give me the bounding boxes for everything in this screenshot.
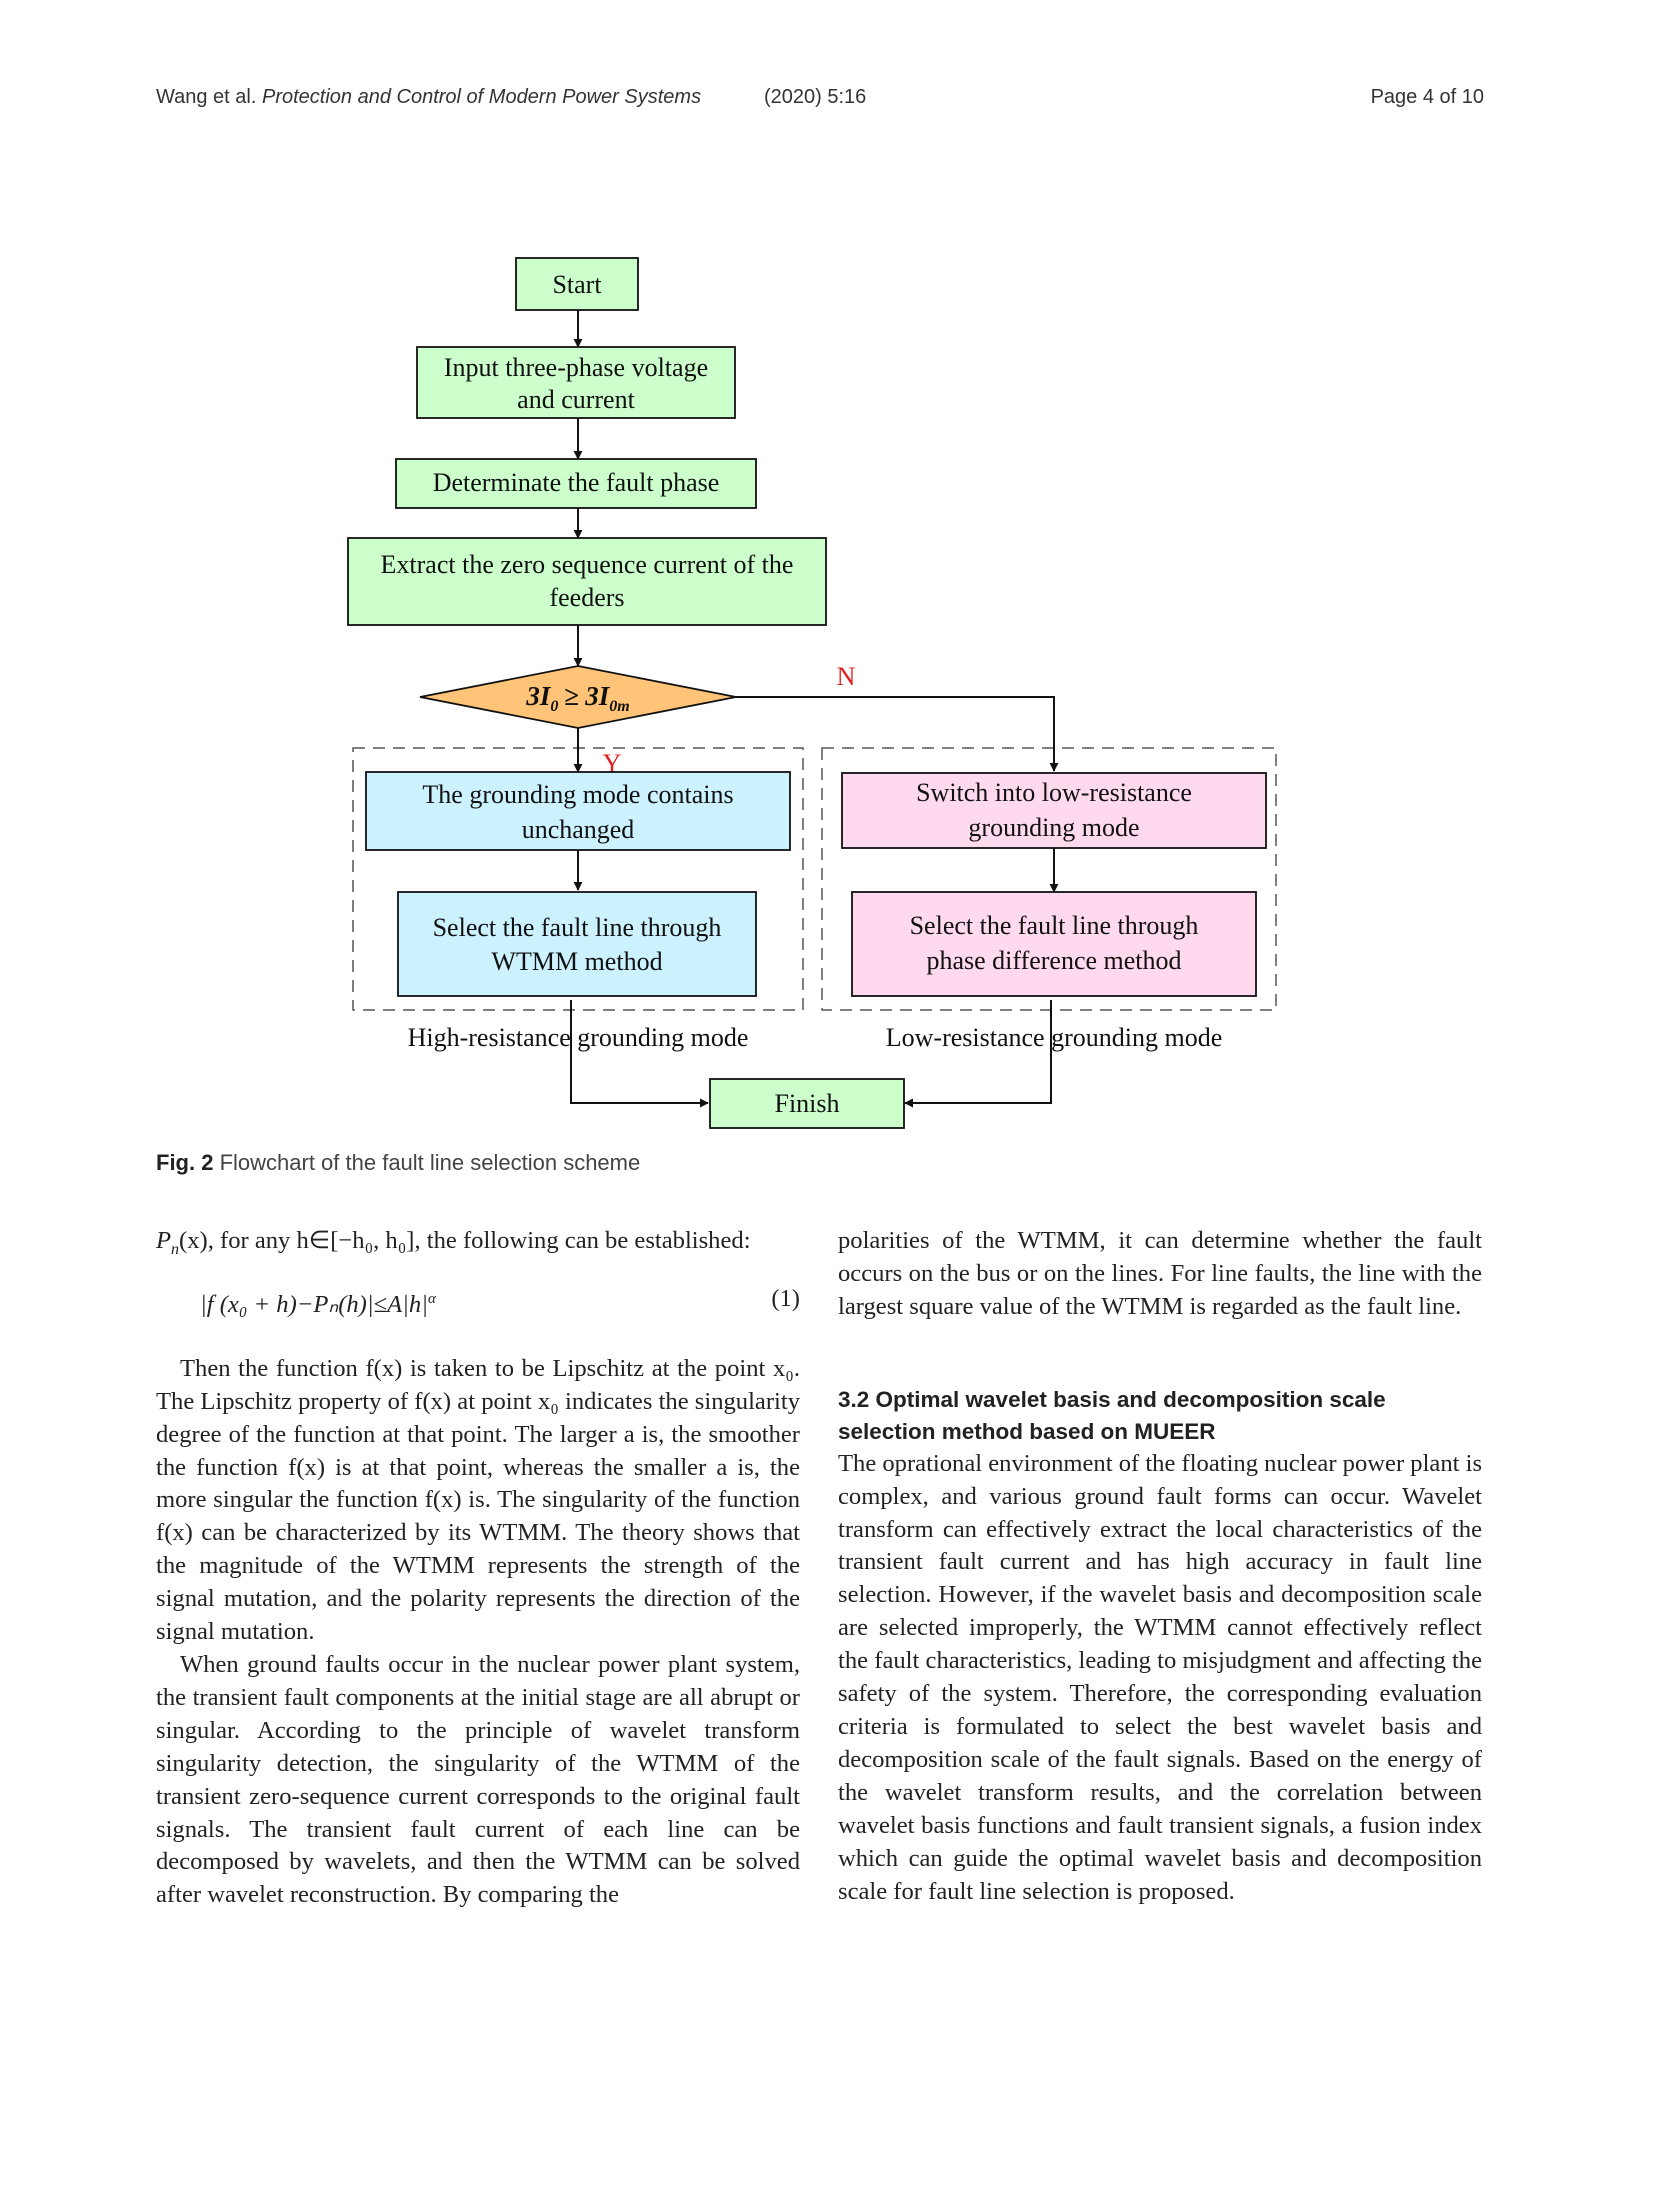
- header-journal: Protection and Control of Modern Power S…: [261, 86, 702, 108]
- grounding-unchanged-line2: unchanged: [522, 815, 635, 844]
- left-text-column: Pn(x), for any h∈[−h₀, h₀], the followin…: [156, 1225, 800, 1912]
- input-box: [416, 346, 736, 419]
- switch-low-resistance-line2: grounding mode: [968, 813, 1139, 842]
- left-paragraph-3: When ground faults occur in the nuclear …: [156, 1650, 800, 1909]
- fault-line-selection-flowchart: Start Input three-phase voltage and curr…: [347, 257, 1277, 1129]
- no-branch-label: N: [837, 662, 856, 691]
- yes-branch-label: Y: [603, 749, 622, 778]
- extract-label-line2: feeders: [549, 583, 624, 612]
- running-header-citation: Wang et al. Protection and Control of Mo…: [156, 86, 701, 109]
- input-label-line2: and current: [517, 385, 635, 414]
- determine-box: [395, 458, 757, 509]
- grounding-unchanged-box: [365, 771, 791, 851]
- decision-diamond: [419, 665, 737, 729]
- high-resistance-mode-label: High-resistance grounding mode: [408, 1023, 749, 1052]
- wtmm-method-line2: WTMM method: [491, 947, 662, 976]
- phase-difference-box: [851, 891, 1257, 997]
- figure-caption-text: Flowchart of the fault line selection sc…: [219, 1150, 641, 1175]
- left-paragraph-2: Then the function f(x) is taken to be Li…: [156, 1354, 800, 1646]
- section-heading-3-2: 3.2 Optimal wavelet basis and decomposit…: [838, 1386, 1386, 1444]
- right-text-column: polarities of the WTMM, it can determine…: [838, 1225, 1482, 1908]
- equation-number: (1): [771, 1284, 800, 1312]
- finish-label: Finish: [774, 1089, 839, 1118]
- figure-label: Fig. 2: [156, 1150, 214, 1175]
- arrow-wtmm-to-finish: [570, 1000, 709, 1108]
- start-label: Start: [552, 270, 602, 299]
- wtmm-method-line1: Select the fault line through: [433, 913, 722, 942]
- header-year-volume: (2020) 5:16: [764, 86, 867, 108]
- finish-box: [709, 1078, 905, 1129]
- equation-expression: |f (x₀ + h)−Pₙ(h)|≤A|h|α: [200, 1290, 436, 1318]
- start-box: [515, 257, 639, 311]
- arrow-phase-to-finish: [904, 1000, 1052, 1108]
- switch-low-resistance-box: [841, 772, 1267, 849]
- phase-difference-line2: phase difference method: [926, 946, 1181, 975]
- switch-low-resistance-line1: Switch into low-resistance: [916, 778, 1192, 807]
- wtmm-method-box: [397, 891, 757, 997]
- extract-label-line1: Extract the zero sequence current of the: [381, 550, 794, 579]
- header-authors: Wang et al.: [156, 86, 257, 108]
- right-paragraph-2: The oprational environment of the floati…: [838, 1449, 1483, 1905]
- low-resistance-mode-label: Low-resistance grounding mode: [886, 1023, 1222, 1052]
- figure-caption: Fig. 2 Flowchart of the fault line selec…: [156, 1150, 640, 1176]
- input-label-line1: Input three-phase voltage: [444, 353, 708, 382]
- extract-box: [347, 537, 827, 626]
- header-page-number: Page 4 of 10: [1370, 86, 1484, 108]
- decision-condition: 3I0≥3I0m: [525, 681, 629, 715]
- left-paragraph-1: Pn(x), for any h∈[−h₀, h₀], the followin…: [156, 1227, 751, 1258]
- equation-1: |f (x₀ + h)−Pₙ(h)|≤A|h|α (1): [156, 1283, 800, 1321]
- low-resistance-group-frame: [821, 747, 1277, 1011]
- phase-difference-line1: Select the fault line through: [910, 911, 1199, 940]
- determine-label: Determinate the fault phase: [433, 468, 720, 497]
- right-paragraph-1: polarities of the WTMM, it can determine…: [838, 1227, 1482, 1320]
- grounding-unchanged-line1: The grounding mode contains: [422, 780, 733, 809]
- arrow-decision-no-branch: [736, 696, 1059, 772]
